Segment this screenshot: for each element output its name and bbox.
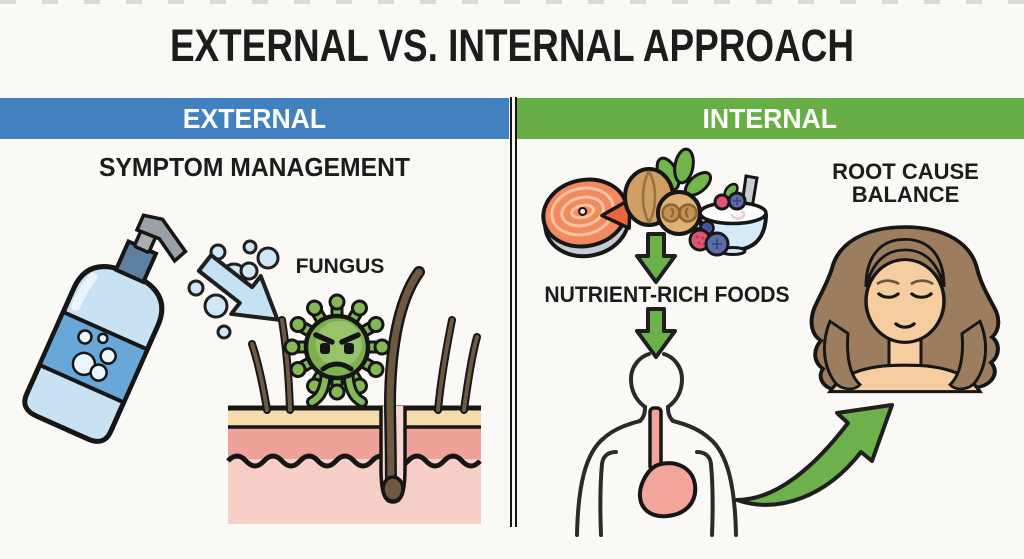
external-subtitle: SYMPTOM MANAGEMENT <box>98 152 411 182</box>
scalp-cross-section-icon <box>226 266 482 524</box>
salmon-icon <box>541 177 632 259</box>
stomach-icon <box>637 406 698 519</box>
healthy-woman-icon <box>809 225 1001 394</box>
internal-header-label: INTERNAL <box>702 102 838 134</box>
external-header-label: EXTERNAL <box>182 102 327 134</box>
internal-header-bar: INTERNAL <box>516 98 1024 139</box>
balance-line: BALANCE <box>851 182 960 207</box>
fungus-icon <box>283 293 391 408</box>
spray-arrow-icon <box>196 253 280 322</box>
top-edge-artifact <box>0 0 1024 4</box>
berries-icon <box>688 220 730 257</box>
down-arrow-icon-2 <box>635 307 677 359</box>
pump-bottle-icon <box>22 213 188 444</box>
root-cause-balance-label: ROOT CAUSE BALANCE <box>818 160 993 206</box>
column-divider <box>510 97 517 527</box>
hair-follicle-icon <box>248 266 481 504</box>
nutrient-rich-foods-label: NUTRIENT-RICH FOODS <box>544 282 790 307</box>
fungus-label: FUNGUS <box>295 255 385 278</box>
external-header-bar: EXTERNAL <box>0 98 509 139</box>
yogurt-bowl-icon <box>697 174 769 256</box>
down-arrow-icon <box>635 232 677 284</box>
torso-digestion-icon <box>575 352 738 537</box>
curved-up-arrow-icon <box>735 403 894 507</box>
root-cause-line: ROOT CAUSE <box>832 159 979 184</box>
main-title: EXTERNAL VS. INTERNAL APPROACH <box>169 20 855 71</box>
